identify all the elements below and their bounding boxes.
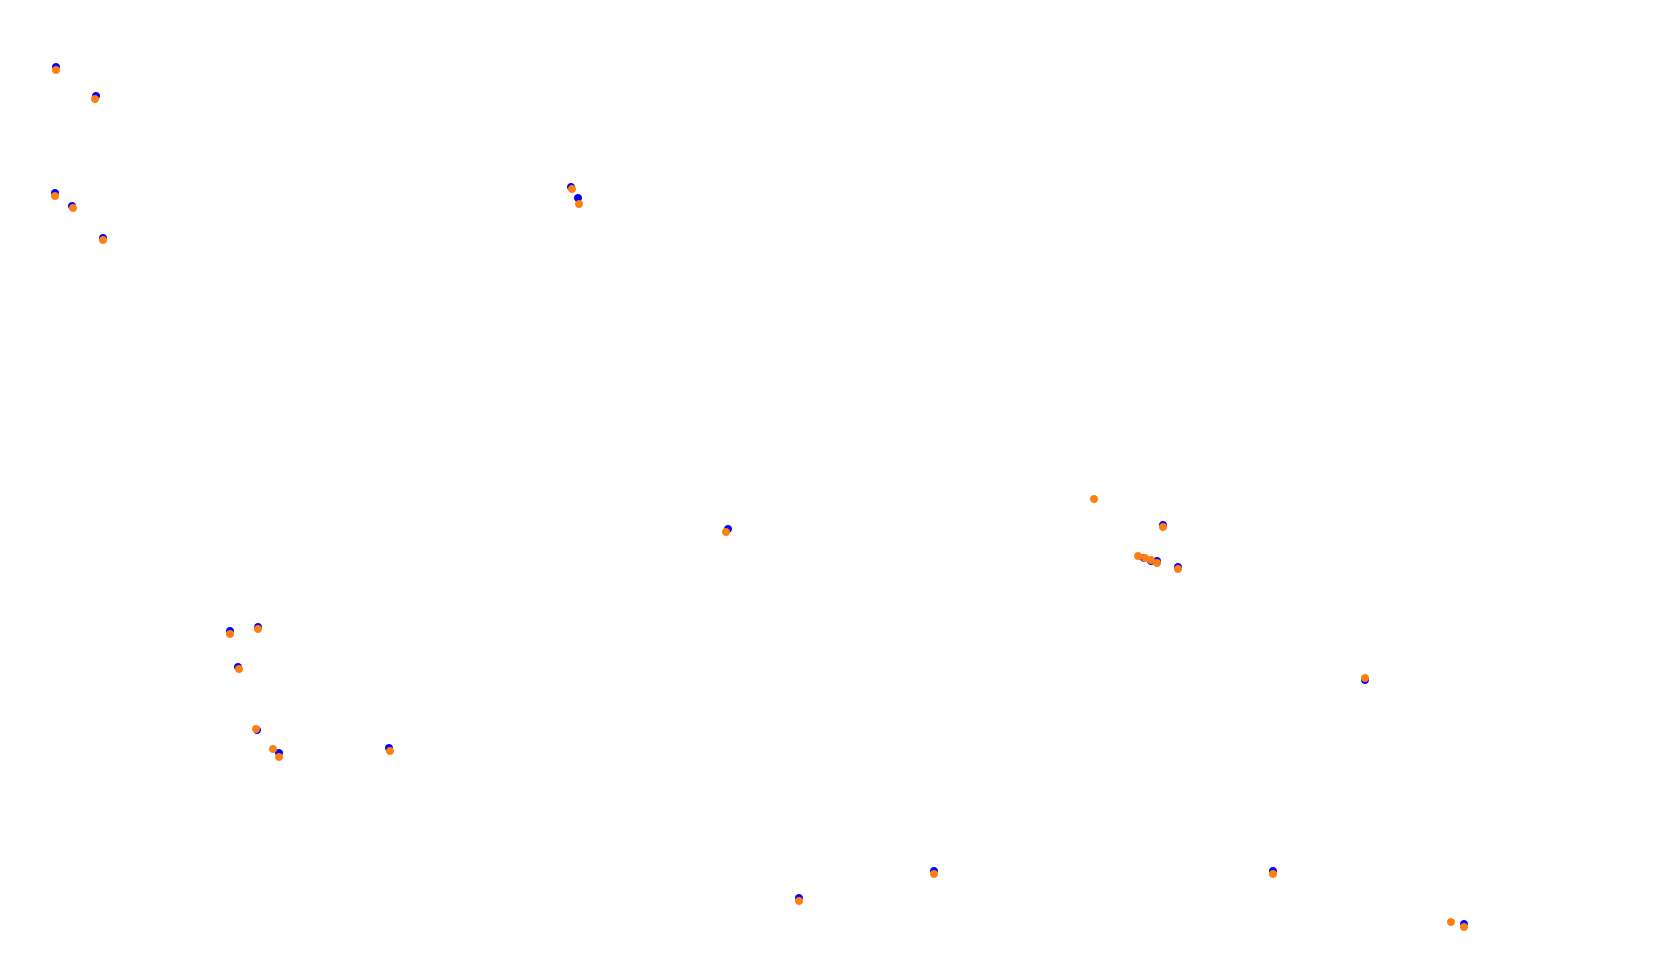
data-point-series-1-23 (51, 192, 59, 200)
data-point-series-1-1 (930, 870, 938, 878)
data-point-series-1-15 (1134, 552, 1142, 560)
data-point-series-1-7 (252, 725, 260, 733)
data-point-series-1-2 (1269, 870, 1277, 878)
data-point-series-1-24 (575, 200, 583, 208)
data-point-series-1-14 (1090, 495, 1098, 503)
data-point-series-1-11 (254, 625, 262, 633)
data-point-series-1-0 (795, 897, 803, 905)
data-point-series-1-20 (1159, 523, 1167, 531)
data-point-series-1-6 (269, 745, 277, 753)
data-point-series-1-8 (386, 747, 394, 755)
series-layer (51, 63, 1468, 931)
data-point-series-1-3 (1447, 918, 1455, 926)
series-1 (51, 66, 1468, 931)
data-point-series-1-10 (226, 630, 234, 638)
series-0 (51, 63, 1468, 928)
data-point-series-1-13 (722, 528, 730, 536)
data-point-series-1-4 (1460, 923, 1468, 931)
data-point-series-1-5 (275, 753, 283, 761)
data-point-series-1-22 (69, 204, 77, 212)
data-point-series-1-26 (91, 95, 99, 103)
data-point-series-0-20 (574, 194, 582, 202)
data-point-series-1-9 (235, 665, 243, 673)
data-point-series-1-12 (1361, 674, 1369, 682)
data-point-series-1-17 (1147, 556, 1155, 564)
data-point-series-1-19 (1174, 565, 1182, 573)
data-point-series-1-27 (52, 66, 60, 74)
data-point-series-1-21 (99, 236, 107, 244)
data-point-series-1-25 (568, 185, 576, 193)
data-point-series-1-18 (1153, 559, 1161, 567)
